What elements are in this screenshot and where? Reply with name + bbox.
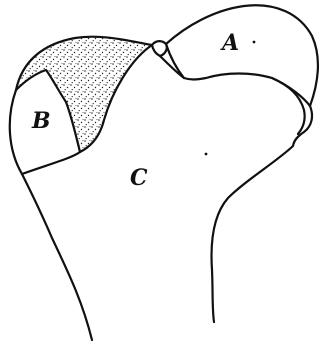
junction-node xyxy=(152,41,167,56)
label-a: A xyxy=(220,30,239,56)
label-b: B xyxy=(31,108,51,134)
bone-outline-right xyxy=(212,106,312,322)
region-a-outline xyxy=(166,5,318,106)
label-c: C xyxy=(130,165,148,191)
dot-mark-a xyxy=(253,41,256,44)
region-a-lower-curve xyxy=(272,78,305,134)
dot-mark-c xyxy=(205,153,208,156)
